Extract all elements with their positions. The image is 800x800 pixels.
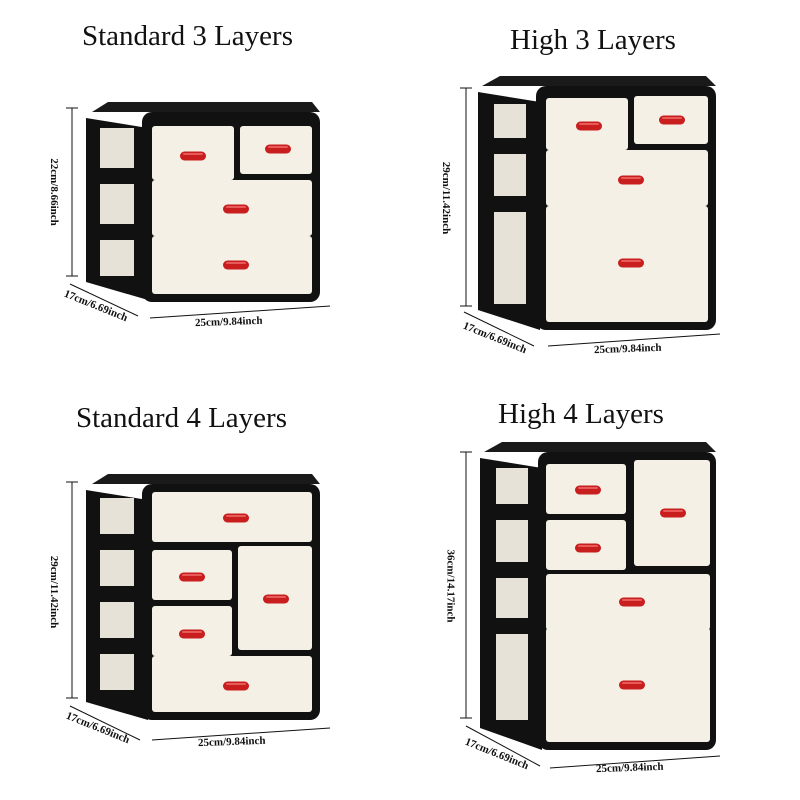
cabinet-standard-4: [66, 474, 331, 741]
drawer[interactable]: [546, 628, 710, 742]
drawer[interactable]: [238, 546, 312, 650]
drawer[interactable]: [152, 606, 232, 656]
drawer[interactable]: [152, 180, 312, 236]
drawer[interactable]: [546, 520, 626, 570]
drawer[interactable]: [240, 126, 312, 174]
drawer[interactable]: [634, 460, 710, 566]
drawer[interactable]: [546, 98, 628, 150]
drawer[interactable]: [152, 492, 312, 542]
drawer[interactable]: [152, 550, 232, 600]
cabinet-standard-3: [66, 102, 331, 319]
drawer[interactable]: [546, 206, 708, 322]
panel-title-standard-3: Standard 3 Layers: [82, 20, 293, 52]
drawer[interactable]: [152, 656, 312, 712]
drawer[interactable]: [152, 236, 312, 294]
panel-title-standard-4: Standard 4 Layers: [76, 402, 287, 434]
panel-title-high-4: High 4 Layers: [498, 398, 664, 430]
panel-title-high-3: High 3 Layers: [510, 24, 676, 56]
cabinet-high-4: [460, 442, 721, 769]
cabinet-high-3: [460, 76, 721, 347]
drawer[interactable]: [634, 96, 708, 144]
drawer[interactable]: [152, 126, 234, 180]
drawer[interactable]: [546, 150, 708, 206]
drawer[interactable]: [546, 464, 626, 514]
drawer[interactable]: [546, 574, 710, 630]
